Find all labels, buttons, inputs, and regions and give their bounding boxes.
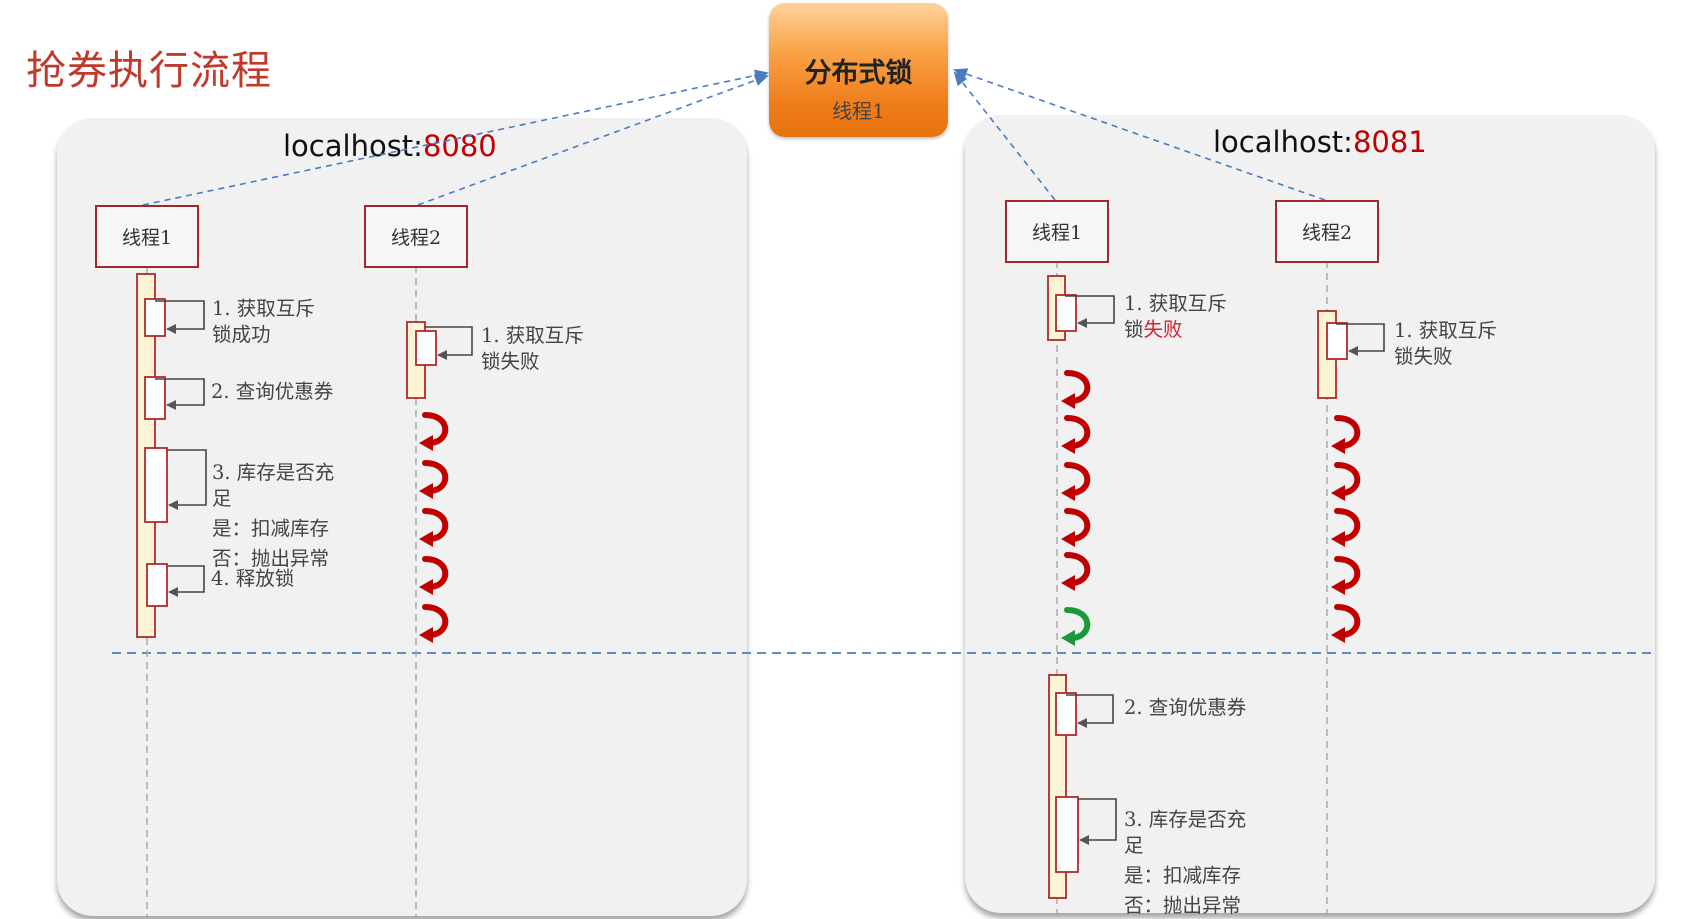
self-call-arrow [1066, 694, 1114, 728]
lock-request-arrow [953, 68, 1326, 201]
activation-bar [144, 376, 166, 420]
activation-bar [415, 330, 437, 366]
host-port: 8080 [422, 129, 497, 163]
host-name: localhost: [1213, 125, 1353, 159]
thread-box-8080-t2: 线程2 [364, 205, 468, 268]
step-line: 足 [212, 487, 232, 510]
step-line: 1. 获取互斥 [212, 297, 315, 320]
activation-bar [1055, 692, 1077, 736]
step-query-coupon: 2. 查询优惠券 [1124, 695, 1246, 721]
step-line: 4. 释放锁 [211, 567, 295, 590]
self-call-arrow [1065, 295, 1115, 328]
step-text: 锁 [1124, 318, 1144, 341]
step-line: 锁失败 [1124, 317, 1227, 343]
lock-holder: 线程1 [832, 99, 885, 123]
self-call-arrow [155, 300, 205, 334]
thread-box-8081-t2: 线程2 [1275, 200, 1379, 263]
self-call-arrow [425, 326, 473, 360]
retry-arrow-red [419, 463, 445, 499]
step-line: 2. 查询优惠券 [1124, 696, 1247, 719]
distributed-lock-box: 分布式锁 线程1 [769, 3, 948, 137]
self-call-arrow [167, 565, 205, 597]
retry-arrow-red [419, 559, 445, 595]
self-call-arrow [155, 378, 205, 410]
host-name: localhost: [283, 129, 423, 163]
retry-arrow-red [1061, 555, 1087, 591]
retry-arrow-red [1061, 465, 1087, 501]
retry-arrow-red [1061, 511, 1087, 547]
retry-arrow-red [419, 415, 445, 451]
step-line: 锁失败 [1394, 345, 1453, 368]
lock-request-arrow [953, 71, 1056, 201]
step-query-coupon: 2. 查询优惠券 [211, 379, 333, 405]
page-title: 抢券执行流程 [26, 48, 272, 94]
retry-arrow-red [1331, 465, 1357, 501]
retry-arrow-red [1331, 607, 1357, 643]
step-line: 是：扣减库存 [212, 517, 330, 540]
lock-request-arrow [417, 74, 769, 206]
lock-request-arrow [142, 69, 769, 206]
step-line: 足 [1124, 834, 1144, 857]
step-release-lock: 4. 释放锁 [211, 566, 294, 592]
retry-arrow-red [1331, 511, 1357, 547]
step-acquire-lock-fail: 1. 获取互斥 锁失败 [1124, 291, 1227, 343]
retry-arrow-green [1061, 610, 1087, 646]
fail-highlight: 失败 [1143, 318, 1183, 341]
step-acquire-lock-fail: 1. 获取互斥 锁失败 [1394, 318, 1497, 370]
host-port: 8081 [1352, 125, 1427, 159]
step-line: 锁失败 [481, 350, 540, 373]
host-label-8081: localhost:8081 [1213, 125, 1427, 159]
retry-arrow-red [1331, 418, 1357, 454]
step-line: 1. 获取互斥 [1394, 319, 1497, 342]
activation-bar [1055, 294, 1077, 332]
step-line: 否：抛出异常 [212, 547, 330, 570]
step-acquire-lock-success: 1. 获取互斥 锁成功 [212, 296, 315, 348]
retry-arrow-red [1061, 418, 1087, 454]
activation-bar [146, 563, 168, 607]
activation-bar [1055, 796, 1079, 873]
activation-bar [1326, 322, 1348, 360]
step-line: 锁成功 [212, 323, 271, 346]
self-call-arrow [1078, 798, 1117, 845]
activation-bar [144, 298, 166, 337]
thread-box-8081-t1: 线程1 [1005, 200, 1109, 263]
step-line: 2. 查询优惠券 [211, 380, 334, 403]
retry-arrow-red [1061, 373, 1087, 409]
step-check-stock: 3. 库存是否充 足 是：扣减库存 否：抛出异常 [212, 460, 334, 572]
step-line: 否：抛出异常 [1124, 894, 1242, 917]
thread-box-8080-t1: 线程1 [95, 205, 199, 268]
step-line: 1. 获取互斥 [481, 324, 584, 347]
host-label-8080: localhost:8080 [283, 129, 497, 163]
step-line: 1. 获取互斥 [1124, 292, 1227, 315]
lock-title: 分布式锁 [804, 58, 913, 89]
step-line: 3. 库存是否充 [1124, 808, 1247, 831]
activation-bar [144, 447, 168, 523]
step-line: 3. 库存是否充 [212, 461, 335, 484]
step-check-stock: 3. 库存是否充 足 是：扣减库存 否：抛出异常 [1124, 807, 1246, 919]
retry-arrow-red [1331, 559, 1357, 595]
retry-arrow-red [419, 607, 445, 643]
self-call-arrow [1336, 323, 1385, 356]
self-call-arrow [167, 449, 207, 510]
retry-arrow-red [419, 511, 445, 547]
step-line: 是：扣减库存 [1124, 864, 1242, 887]
step-acquire-lock-fail: 1. 获取互斥 锁失败 [481, 323, 584, 375]
